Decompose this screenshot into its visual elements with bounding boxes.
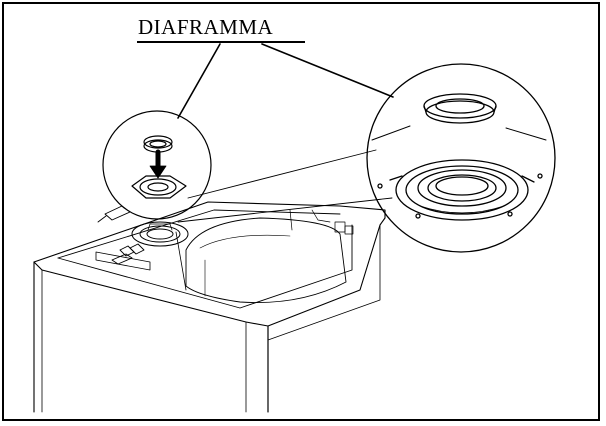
leader-line-right (261, 43, 394, 98)
diaframma-label: DIAFRAMMA (138, 15, 274, 39)
zoom-line-upper (187, 149, 377, 199)
large-zoom-circle (366, 63, 556, 253)
boiler-housing (33, 201, 386, 413)
label-underline (137, 41, 305, 43)
diagram-frame (2, 2, 600, 421)
flue-outlet (131, 221, 189, 247)
connector-block (95, 205, 151, 271)
leader-line-left (177, 43, 221, 119)
zoom-line-lower (177, 197, 393, 223)
